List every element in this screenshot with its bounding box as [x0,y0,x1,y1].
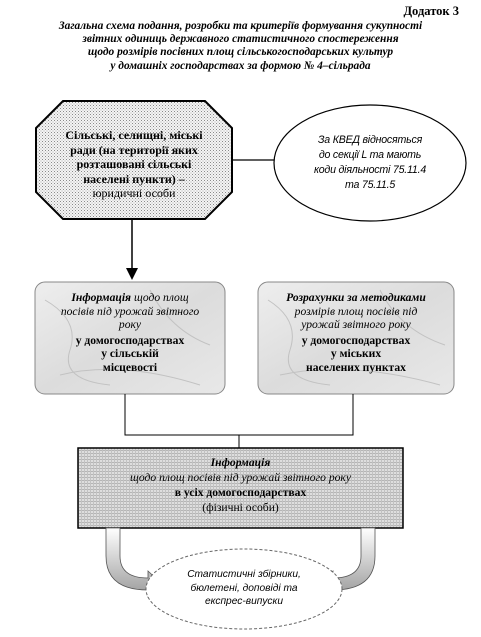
merge-bracket [124,394,354,436]
urban-calc-line: у домогосподарствах [301,333,411,347]
all-info-box [77,447,404,529]
urban-calc-text: Розрахунки за методиками розмірів площ п… [260,291,452,375]
all-info-head: Інформація [210,456,271,469]
page-title: Загальна схема подання, розробки та крит… [6,20,475,73]
kved-note-text: За КВЕД відносяться до секції L та мають… [290,133,450,193]
councils-octagon [35,100,233,220]
rural-info-head-rest: щодо площ [131,291,189,304]
marble-veins [44,289,211,386]
outputs-line: бюлетені, доповіді та [190,582,298,594]
rural-info-line: року [118,318,142,332]
down-arrow-head [126,268,138,280]
all-info-text: Інформація щодо площ посівів під урожай … [80,455,401,515]
urban-calc-box [257,281,455,395]
councils-line: ради (на території яких [70,142,198,157]
urban-calc-line: у міських [330,347,382,361]
all-info-line: в усіх домогосподарствах [174,486,307,499]
outputs-line: експрес-випуски [204,596,284,607]
kved-ellipse [273,104,467,222]
rural-info-line: посівів під урожай звітного [60,304,200,318]
all-info-line: (фізичні особи) [202,501,279,514]
title-line: звітних одиниць державного статистичного… [82,33,399,46]
rural-info-head: Інформація [71,291,132,304]
councils-line: Сільські, селищні, міські [65,128,203,142]
rural-info-line: у домогосподарствах [75,333,185,347]
outputs-line: Статистичні збірники, [187,569,301,580]
outputs-ellipse [145,548,343,630]
urban-calc-line: населених пунктах [306,360,406,374]
marble-veins [267,289,446,386]
kved-line: до секції L та мають [318,149,422,161]
kved-line: та 75.11.5 [344,179,396,191]
urban-calc-line: розмірів площ посівів під [294,304,418,318]
councils-line: розташовані сільські [76,157,192,171]
title-line: у домашніх господарствах за формою № 4–с… [110,59,371,72]
all-info-line: щодо площ посівів під урожай звітного ро… [130,471,351,484]
urban-calc-head: Розрахунки за методиками [286,291,426,304]
kved-line: За КВЕД відносяться [317,134,423,146]
councils-line: юридичні особи [92,186,176,200]
title-line: щодо розмірів посівних площ сільськогосп… [87,46,394,59]
councils-text: Сільські, селищні, міські ради (на терит… [40,128,228,201]
appendix-label: Додаток 3 [403,4,459,18]
title-line: Загальна схема подання, розробки та крит… [58,20,423,32]
rural-info-line: у сільській [101,347,159,361]
outputs-text: Статистичні збірники, бюлетені, доповіді… [166,568,322,609]
rural-info-box [34,281,226,395]
kved-line: коди діяльності 75.11.4 [313,164,427,176]
rural-info-text: Інформація щодо площ посівів під урожай … [38,291,222,375]
councils-line: населені пункти) – [83,171,185,186]
rural-info-line: місцевості [102,360,158,374]
urban-calc-line: урожай звітного року [301,318,411,332]
